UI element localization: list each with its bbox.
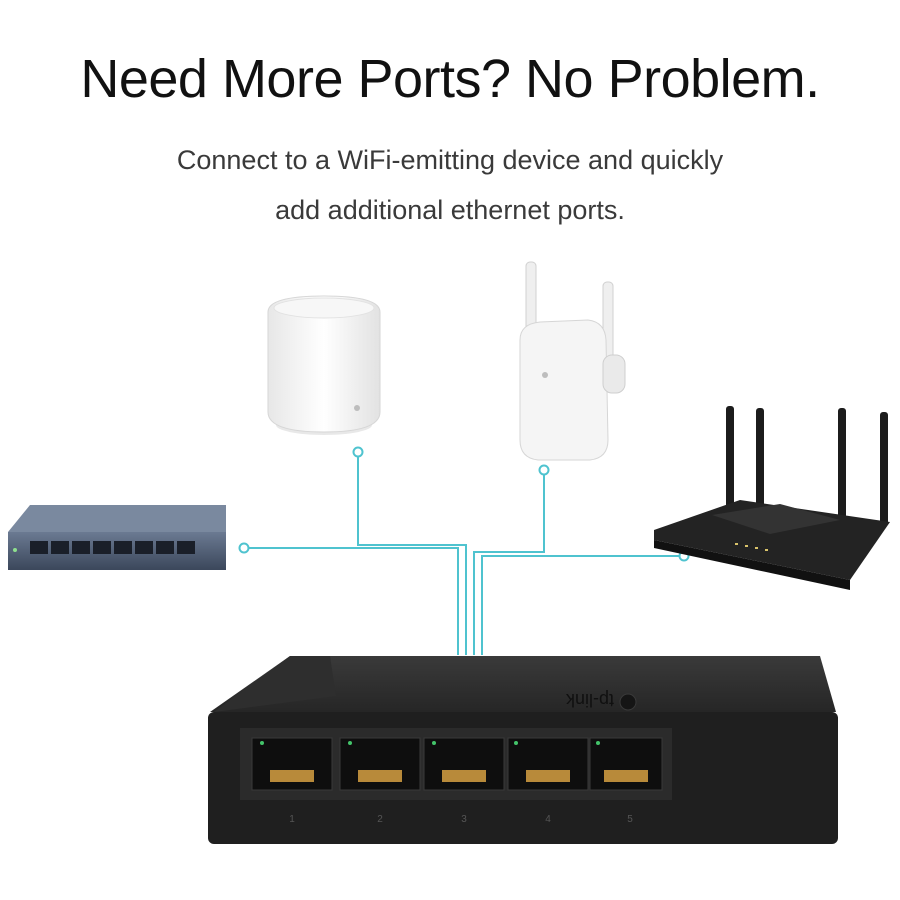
- mesh-unit: [267, 295, 381, 435]
- connector-endpoints: [238, 446, 690, 562]
- brand-mark: tp-link: [565, 690, 614, 710]
- connector-lines: [244, 452, 684, 655]
- port-number-4: 4: [545, 814, 551, 825]
- subheadline-line-1: Connect to a WiFi-emitting device and qu…: [176, 145, 724, 175]
- brand-logo-icon: [619, 693, 637, 711]
- port-number-5: 5: [627, 814, 633, 825]
- router: [654, 406, 890, 590]
- port-number-3: 3: [461, 814, 467, 825]
- range-extender: [519, 261, 626, 461]
- port-number-2: 2: [377, 814, 383, 825]
- headline: Need More Ports? No Problem.: [80, 49, 820, 109]
- switch-8-port: [8, 505, 226, 570]
- subheadline-line-2: add additional ethernet ports.: [275, 195, 625, 225]
- switch-5-port: 1 2 3 4 5 tp-link: [208, 656, 838, 844]
- port-number-1: 1: [289, 814, 295, 825]
